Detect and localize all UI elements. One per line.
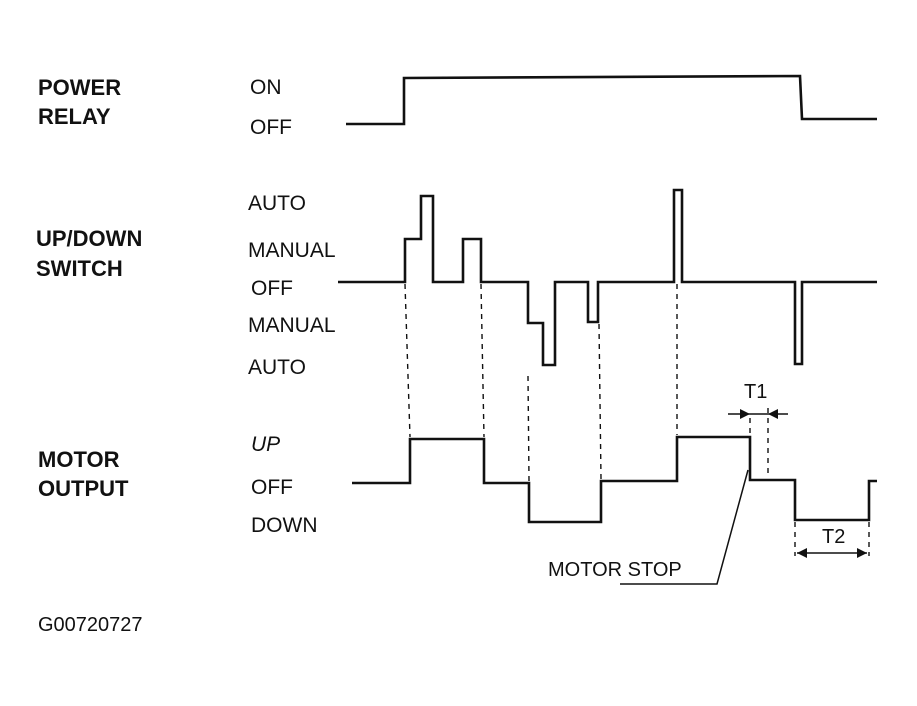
motor-stop-label: MOTOR STOP	[548, 559, 682, 581]
switch-waveform	[338, 188, 877, 367]
power-state-off: OFF	[250, 116, 292, 139]
switch-state-off: OFF	[251, 277, 293, 300]
switch-state-auto-down: AUTO	[248, 356, 306, 379]
figure-id: G00720727	[38, 614, 143, 636]
switch-state-manual-up: MANUAL	[248, 239, 336, 262]
motor-title-line2: OUTPUT	[38, 476, 129, 501]
motor-state-up: UP	[251, 433, 280, 456]
power-relay-waveform	[346, 74, 877, 126]
t1-dimension-arrow	[728, 409, 788, 419]
t2-label: T2	[822, 526, 845, 548]
alignment-guides	[404, 283, 870, 556]
motor-stop-leader-line	[620, 469, 749, 585]
switch-title-line1: UP/DOWN	[36, 226, 142, 251]
motor-state-down: DOWN	[251, 514, 318, 537]
switch-state-auto-up: AUTO	[248, 192, 306, 215]
power-relay-title-line1: POWER	[38, 75, 121, 100]
power-state-on: ON	[250, 76, 282, 99]
motor-output-waveform	[352, 435, 877, 524]
switch-title-line2: SWITCH	[36, 256, 123, 281]
switch-state-manual-down: MANUAL	[248, 314, 336, 337]
power-relay-title-line2: RELAY	[38, 104, 111, 129]
motor-state-off: OFF	[251, 476, 293, 499]
t2-dimension-arrow	[797, 548, 867, 558]
motor-title-line1: MOTOR	[38, 447, 120, 472]
t1-label: T1	[744, 381, 767, 403]
